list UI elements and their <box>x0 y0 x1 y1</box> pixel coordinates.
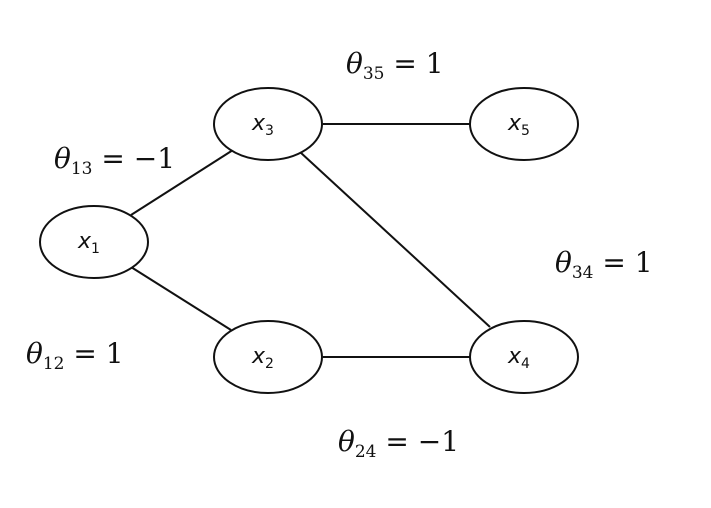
edge-x1-x2 <box>130 266 232 331</box>
node-x3: x3 <box>213 87 323 161</box>
node-x1: x1 <box>39 205 149 279</box>
edge-label-theta35: θ35 = 1 <box>346 47 444 84</box>
edge-label-theta34: θ34 = 1 <box>555 246 653 283</box>
svg-text:x3: x3 <box>251 111 274 139</box>
svg-text:x1: x1 <box>77 229 100 257</box>
edge-label-theta12: θ12 = 1 <box>26 337 124 374</box>
edge-label-theta13: θ13 = −1 <box>54 142 175 179</box>
svg-text:x2: x2 <box>251 344 274 372</box>
node-x5: x5 <box>469 87 579 161</box>
edge-x3-x4 <box>299 151 491 328</box>
node-x4: x4 <box>469 320 579 394</box>
node-x2: x2 <box>213 320 323 394</box>
edge-label-theta24: θ24 = −1 <box>338 425 459 462</box>
svg-text:x4: x4 <box>507 344 530 372</box>
svg-text:x5: x5 <box>507 111 530 139</box>
edge-x1-x3 <box>130 149 234 216</box>
